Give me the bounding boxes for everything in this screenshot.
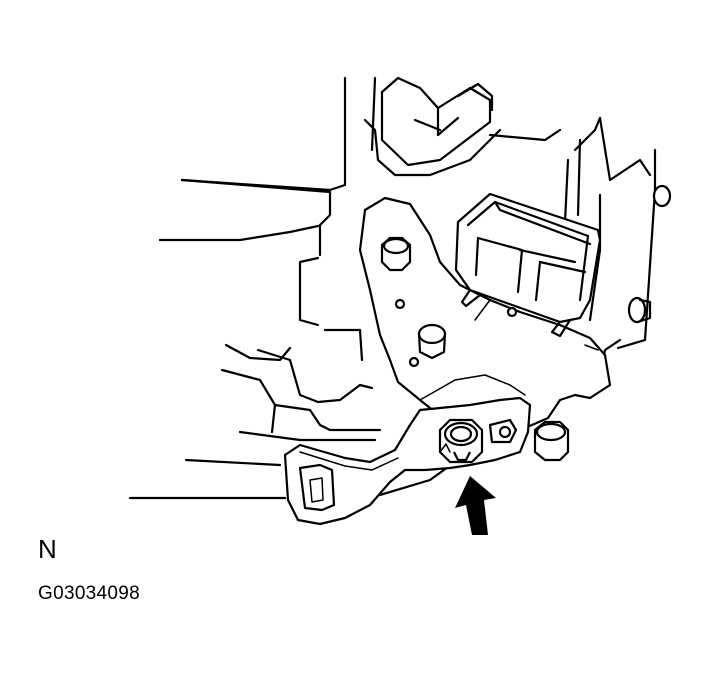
lever-nut <box>438 418 484 464</box>
figure-id-label: G03034098 <box>38 583 141 604</box>
switch-mounting-plate <box>358 196 612 432</box>
mounting-bolt <box>533 420 570 462</box>
pointer-arrow <box>455 476 496 535</box>
switch-connector <box>454 192 602 338</box>
position-label: N <box>38 534 57 564</box>
transmission-case <box>128 76 672 512</box>
shift-lever <box>283 396 532 526</box>
